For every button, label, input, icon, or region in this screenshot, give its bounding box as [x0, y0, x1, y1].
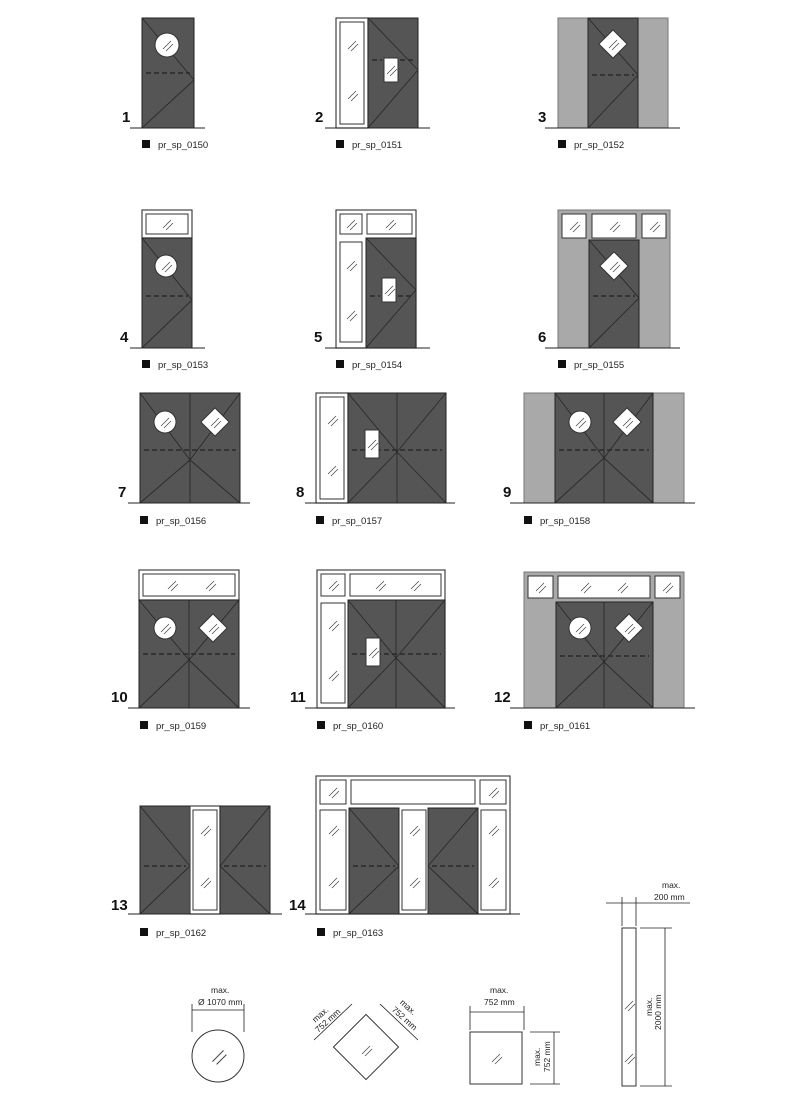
dim-label: max.	[644, 998, 654, 1016]
diamond-window-dimension: max. 752 mm max. 752 mm	[310, 997, 419, 1081]
dim-label: 2000 mm	[653, 995, 663, 1030]
variant-code: pr_sp_0154	[352, 360, 402, 371]
dim-label: max.	[211, 985, 229, 995]
variant-code: pr_sp_0155	[574, 360, 624, 371]
dim-label: max.	[532, 1048, 542, 1066]
variant-3	[545, 17, 680, 129]
dim-label: Ø 1070 mm	[198, 997, 242, 1007]
variant-number: 6	[538, 329, 546, 346]
variant-4	[130, 209, 205, 349]
dim-label: max.	[490, 985, 508, 995]
variant-number: 9	[503, 484, 511, 501]
variant-number: 2	[315, 109, 323, 126]
variant-number: 13	[111, 897, 128, 914]
variant-number: 7	[118, 484, 126, 501]
variant-13	[128, 805, 282, 915]
dim-label: 200 mm	[654, 892, 685, 902]
variant-number: 5	[314, 329, 322, 346]
variant-code: pr_sp_0163	[333, 928, 383, 939]
variant-5	[325, 209, 430, 349]
variant-number: 11	[290, 689, 306, 706]
variant-labels: 1 2 3 4 5 6 7 8 9 10 11 12 13 14 pr_sp_0…	[111, 109, 624, 939]
variant-11	[305, 569, 455, 709]
dim-label: 752 mm	[484, 997, 515, 1007]
variant-code: pr_sp_0151	[352, 140, 402, 151]
variant-12	[510, 571, 695, 709]
variant-code: pr_sp_0157	[332, 516, 382, 527]
variant-9	[510, 392, 695, 504]
variant-code: pr_sp_0153	[158, 360, 208, 371]
square-window-dimension: max. 752 mm max. 752 mm	[469, 985, 560, 1085]
variant-code: pr_sp_0152	[574, 140, 624, 151]
strip-window-dimension: max. 200 mm max. 2000 mm	[606, 880, 690, 1087]
variant-code: pr_sp_0156	[156, 516, 206, 527]
variant-code: pr_sp_0150	[158, 140, 208, 151]
variant-code: pr_sp_0162	[156, 928, 206, 939]
variant-7	[128, 392, 250, 504]
variant-number: 3	[538, 109, 546, 126]
variant-1	[130, 17, 205, 129]
variant-code: pr_sp_0161	[540, 721, 590, 732]
variant-number: 12	[494, 689, 511, 706]
dim-label: max.	[662, 880, 680, 890]
variant-number: 8	[296, 484, 304, 501]
variant-code: pr_sp_0158	[540, 516, 590, 527]
variant-2	[325, 17, 430, 129]
variant-10	[128, 569, 250, 709]
variant-number: 10	[111, 689, 128, 706]
variant-code: pr_sp_0159	[156, 721, 206, 732]
variant-14	[305, 775, 520, 915]
variant-number: 1	[122, 109, 130, 126]
variant-number: 14	[289, 897, 306, 914]
variant-8	[305, 392, 455, 504]
variant-number: 4	[120, 329, 129, 346]
dim-label: 752 mm	[542, 1041, 552, 1072]
variant-code: pr_sp_0160	[333, 721, 383, 732]
variant-6	[545, 209, 680, 349]
circle-window-dimension: max. Ø 1070 mm	[191, 985, 245, 1083]
